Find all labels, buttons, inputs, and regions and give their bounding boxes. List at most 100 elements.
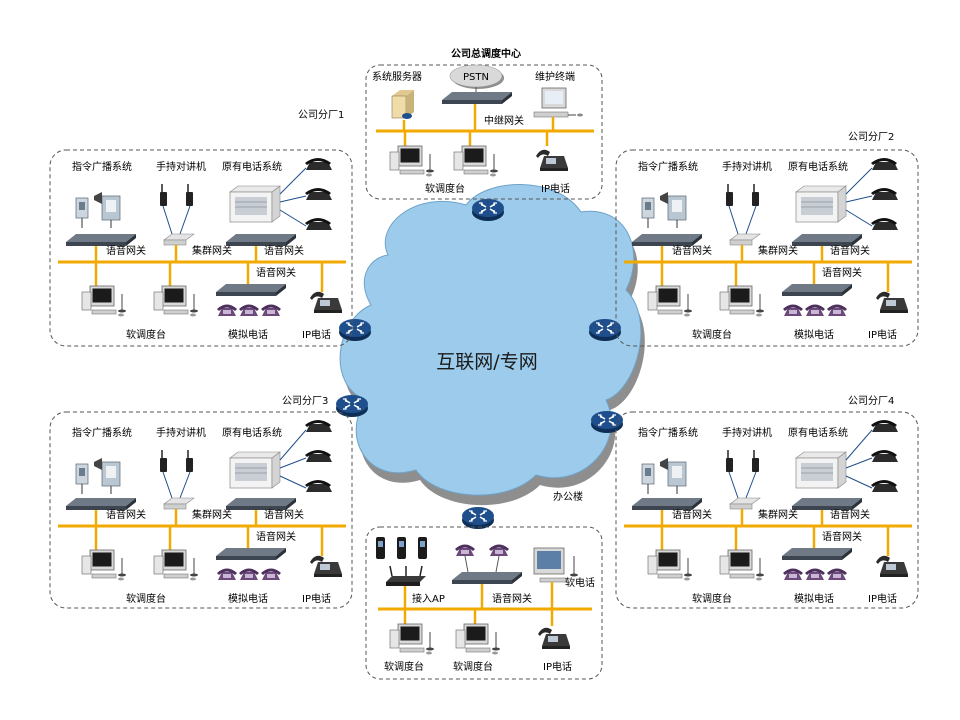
trunk-gateway-label: 中继网关 [484, 114, 524, 127]
legacy-pbx-icon [229, 185, 281, 223]
console-label: 软调度台 [692, 592, 732, 605]
office-voice-gateway-label: 语音网关 [492, 592, 532, 605]
hq-console-label: 软调度台 [425, 182, 465, 195]
soft-phone-label: 软电话 [565, 576, 595, 589]
trunk-gw-label: 集群网关 [758, 508, 798, 521]
broadcast-label: 指令广播系统 [72, 426, 132, 439]
legacy-pbx-icon [795, 451, 847, 489]
broadcast-label: 指令广播系统 [638, 426, 698, 439]
legacy-phone-label: 原有电话系统 [222, 426, 282, 439]
legacy-phone-icon-b [871, 188, 898, 200]
legacy-pbx-icon [229, 451, 281, 489]
voice-gateway-icon-a [632, 498, 702, 510]
router-icon-branch1[interactable] [338, 318, 372, 342]
console-icon-a [81, 285, 127, 317]
legacy-phone-label: 原有电话系统 [788, 160, 848, 173]
walkie-icon-b [185, 183, 194, 207]
analog-phone-icon-a [217, 304, 237, 316]
analog-phone-label: 模拟电话 [228, 328, 268, 341]
trunk-gw-label: 集群网关 [192, 508, 232, 521]
pstn-cloud-icon: PSTN [449, 64, 504, 89]
pstn-label: PSTN [463, 72, 489, 83]
walkie-label: 手持对讲机 [722, 426, 772, 439]
voice-gateway-icon-c [782, 284, 852, 296]
voice-gw-b-label: 语音网关 [830, 244, 870, 257]
office-border [365, 526, 603, 680]
analog-phone-icon-b [239, 304, 259, 316]
broadcast-label: 指令广播系统 [638, 160, 698, 173]
trunk-gateway-icon [729, 233, 761, 246]
ip-phone-icon [876, 555, 908, 577]
console-icon-a [81, 549, 127, 581]
analog-phone-icon-a [783, 568, 803, 580]
analog-phone-icon-b [239, 568, 259, 580]
voice-gw-b-label: 语音网关 [830, 508, 870, 521]
trunk-gateway-icon [442, 92, 512, 104]
voice-gw-b-label: 语音网关 [264, 508, 304, 521]
console-label: 软调度台 [126, 328, 166, 341]
console-label: 软调度台 [126, 592, 166, 605]
router-icon-branch4[interactable] [590, 410, 624, 434]
legacy-phone-icon-c [871, 480, 898, 492]
legacy-phone-icon-a [305, 158, 332, 170]
analog-phone-icon-c [261, 568, 281, 580]
console-icon-a [647, 549, 693, 581]
voice-gateway-icon-b [226, 234, 296, 246]
hq-system-server-label: 系统服务器 [372, 70, 422, 83]
walkie-icon-b [185, 449, 194, 473]
walkie-icon-a [725, 449, 734, 473]
analog-phone-icon-c [827, 568, 847, 580]
analog-phone-icon-b [805, 568, 825, 580]
router-icon-office[interactable] [461, 506, 495, 530]
legacy-phone-icon-b [305, 188, 332, 200]
analog-phone-icon-a [217, 568, 237, 580]
hq-console-icon-b [453, 145, 499, 177]
office-site: 办公楼 软电话 接入 [365, 490, 603, 680]
walkie-icon-a [725, 183, 734, 207]
voice-gw-a-label: 语音网关 [672, 508, 712, 521]
office-console-icon-b [455, 623, 501, 655]
hq-site: 公司总调度中心 系统服务器 维护终端 PSTN 中继网关 [365, 47, 603, 200]
analog-phone-icon-c [827, 304, 847, 316]
router-icon-branch3[interactable] [335, 394, 369, 418]
ip-phone-icon [876, 291, 908, 313]
console-icon-a [647, 285, 693, 317]
branch-border [49, 411, 353, 609]
hq-ip-phone-label: IP电话 [541, 182, 570, 195]
cloud-body [339, 184, 642, 496]
legacy-phone-label: 原有电话系统 [222, 160, 282, 173]
branch-title: 公司分厂4 [848, 395, 894, 407]
office-console-b-label: 软调度台 [453, 660, 493, 673]
ip-phone-label: IP电话 [868, 328, 897, 341]
trunk-gateway-icon [163, 497, 195, 510]
walkie-icon-a [159, 449, 168, 473]
router-icon-hq[interactable] [471, 198, 505, 222]
maintenance-terminal-icon [533, 87, 583, 118]
voice-gw-a-label: 语音网关 [106, 508, 146, 521]
ip-phone-icon [310, 291, 342, 313]
ip-phone-icon [310, 555, 342, 577]
hq-console-icon-a [389, 145, 435, 177]
console-icon-b [153, 285, 199, 317]
voice-gw-c-label: 语音网关 [256, 266, 296, 279]
branch-4: 公司分厂4 指令广播系统 手持对讲机 原有电话系统 语音网关 集群网关 语音网关… [615, 395, 919, 609]
server-icon [391, 90, 414, 119]
walkie-icon-b [751, 183, 760, 207]
broadcast-speaker-icon [641, 457, 687, 495]
analog-phone-icon-a [783, 304, 803, 316]
legacy-phone-icon-c [305, 218, 332, 230]
legacy-phone-icon-c [871, 218, 898, 230]
console-icon-b [719, 285, 765, 317]
branch-border [615, 149, 919, 347]
voice-gateway-icon-a [632, 234, 702, 246]
broadcast-speaker-icon [75, 191, 121, 229]
hq-border [365, 64, 603, 200]
hq-ip-phone-icon [536, 149, 568, 171]
hq-maintenance-label: 维护终端 [535, 70, 575, 83]
office-ip-phone-icon [538, 627, 570, 649]
voice-gateway-icon-b [792, 234, 862, 246]
office-console-a-label: 软调度台 [384, 660, 424, 673]
analog-phone-icon-b [805, 304, 825, 316]
legacy-phone-icon-a [305, 420, 332, 432]
console-icon-b [153, 549, 199, 581]
